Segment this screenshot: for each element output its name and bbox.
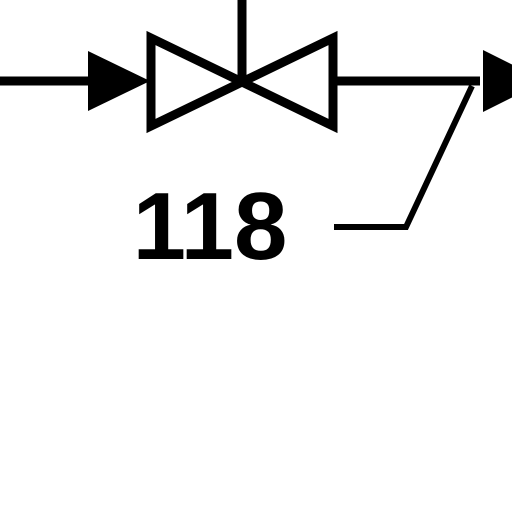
inlet-arrowhead	[88, 51, 150, 111]
valve-left-triangle	[146, 30, 253, 134]
reference-label: 118	[133, 173, 288, 280]
valve-right-triangle	[231, 30, 338, 134]
outlet-arrowhead	[483, 50, 512, 112]
leader-line	[334, 84, 475, 230]
